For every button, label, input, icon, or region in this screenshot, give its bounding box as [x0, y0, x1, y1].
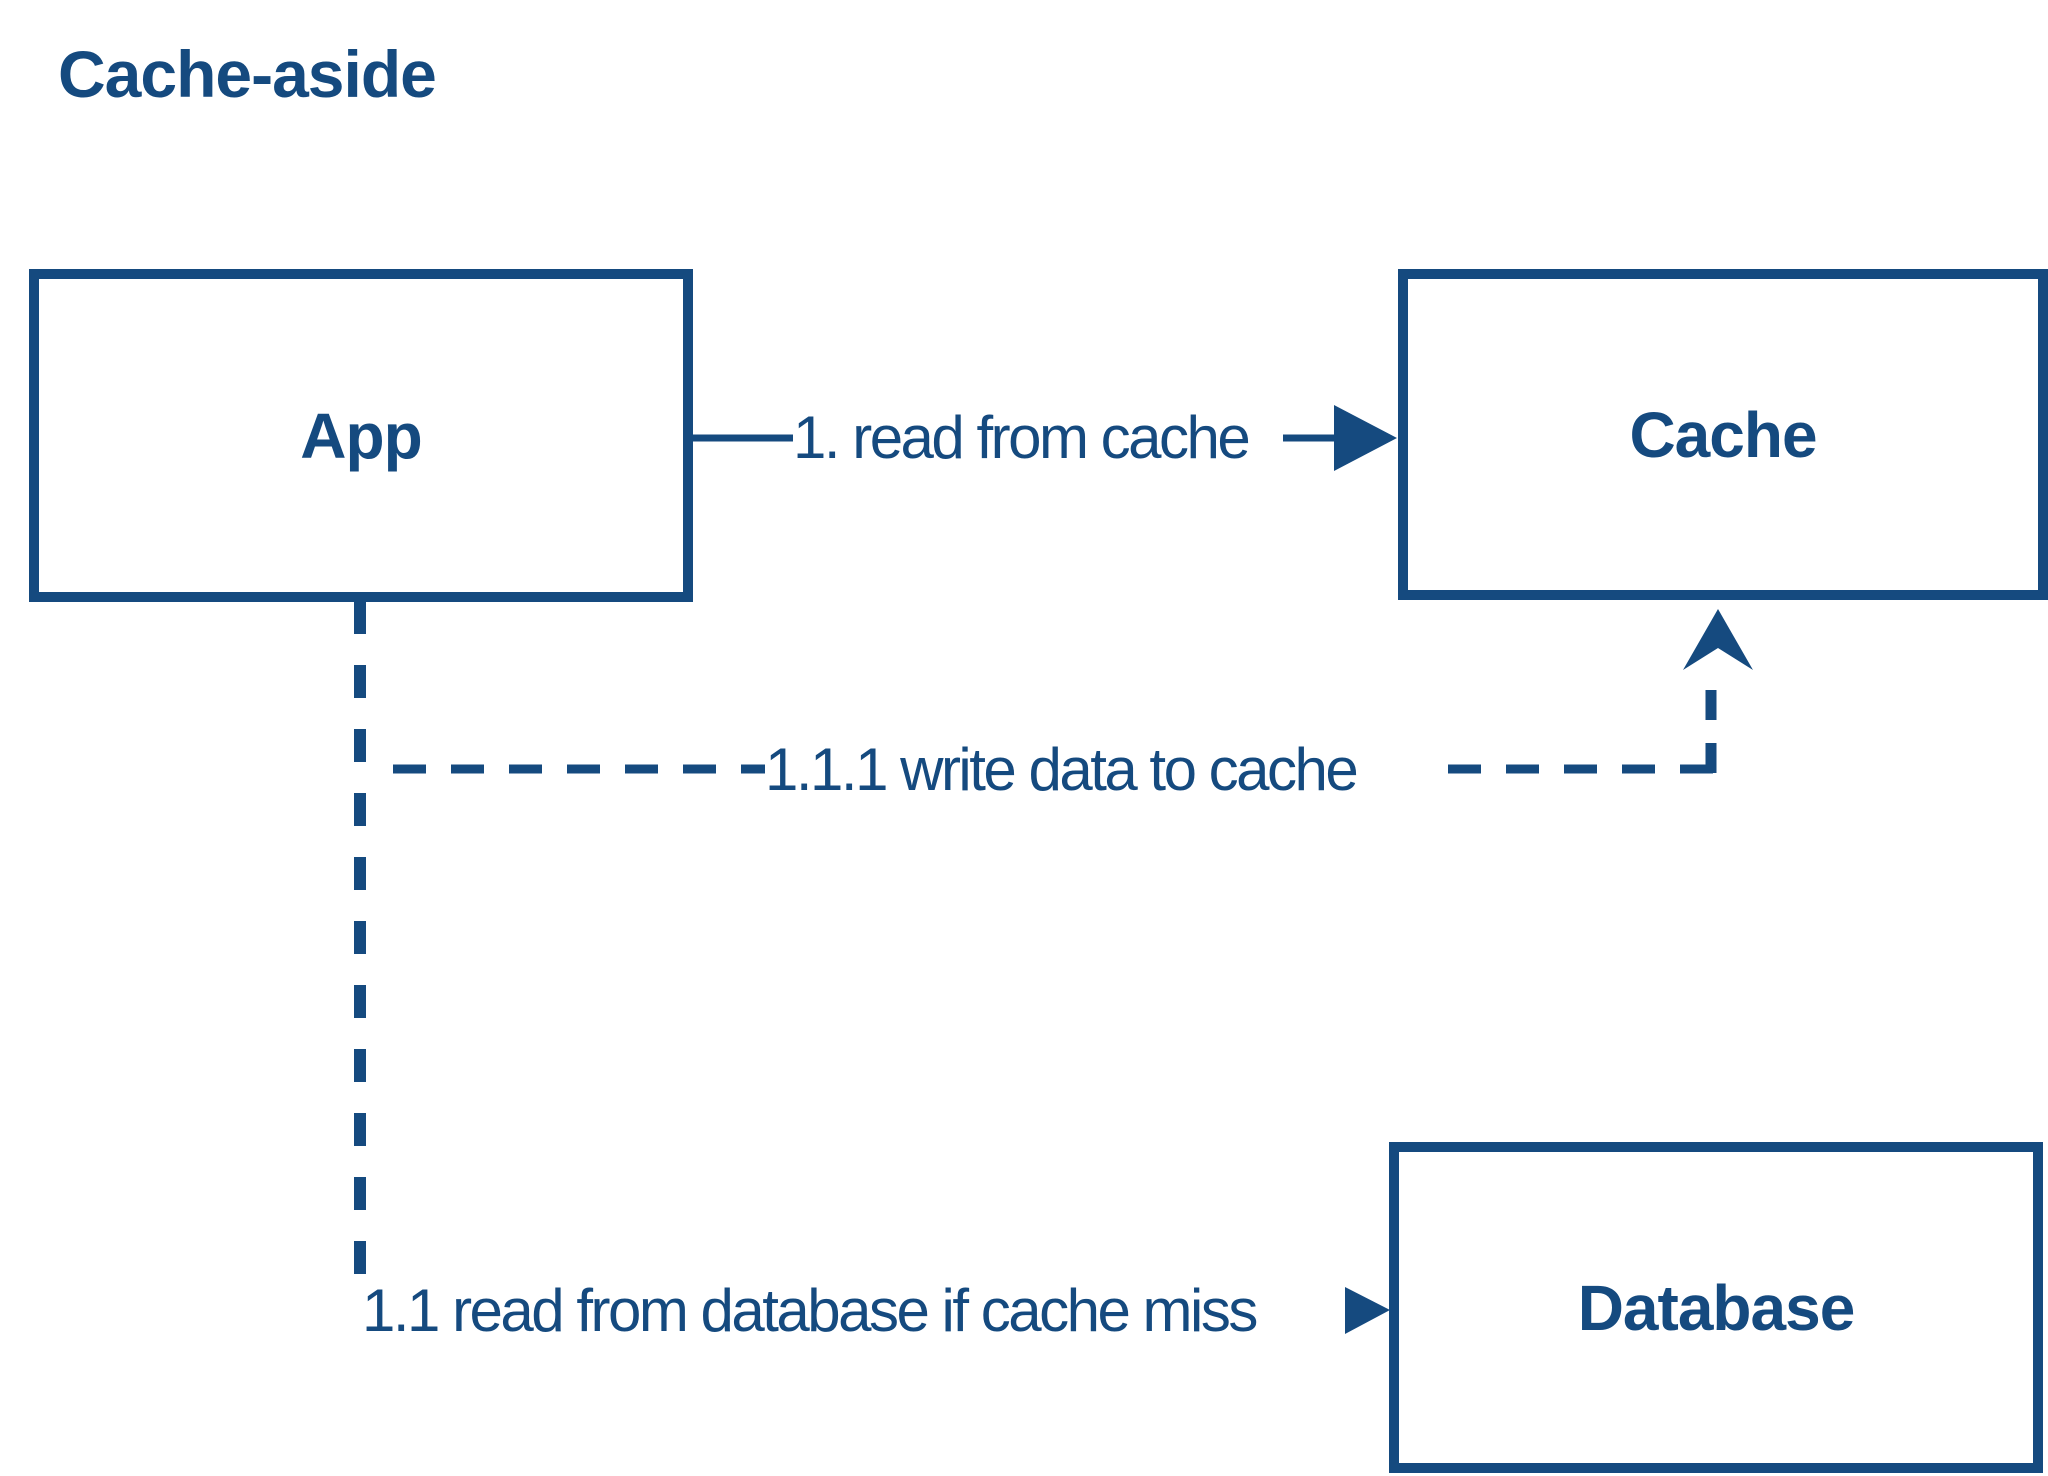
node-app: App	[29, 269, 693, 602]
edge-label-write-cache: 1.1.1 write data to cache	[765, 736, 1359, 803]
edge-label-read-cache: 1. read from cache	[793, 404, 1251, 471]
node-cache: Cache	[1398, 269, 2048, 600]
read-cache-arrowhead-icon	[1334, 405, 1397, 471]
node-database: Database	[1389, 1142, 2043, 1473]
read-db-arrowhead-icon	[1345, 1287, 1390, 1334]
node-app-label: App	[300, 399, 422, 472]
node-database-label: Database	[1577, 1271, 1856, 1344]
write-cache-arrowhead-icon	[1683, 609, 1753, 670]
read-db-stub	[354, 600, 366, 634]
node-cache-label: Cache	[1629, 398, 1817, 471]
diagram-title: Cache-aside	[58, 37, 437, 111]
edge-label-read-db: 1.1 read from database if cache miss	[362, 1277, 1258, 1344]
